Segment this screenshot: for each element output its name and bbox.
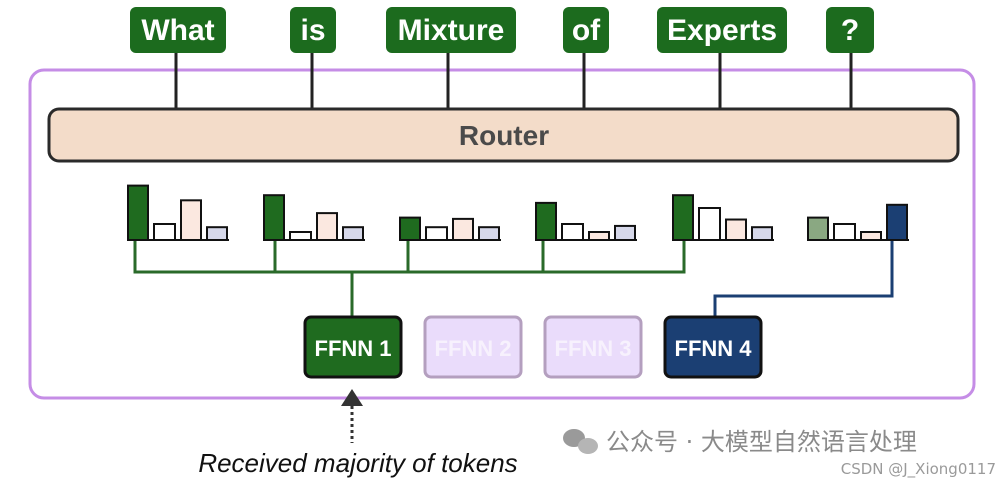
token-label: is	[300, 14, 325, 47]
routing-bar	[860, 231, 882, 241]
routing-bar	[452, 217, 474, 242]
routing-bar	[206, 226, 228, 241]
routing-bar	[153, 223, 176, 241]
majority-arrow	[341, 389, 363, 443]
token-connectors	[174, 52, 853, 109]
expert-label: FFNN 3	[555, 336, 632, 361]
routing-bar	[478, 226, 500, 241]
token-label: ?	[841, 14, 859, 47]
routing-line-expert4	[713, 241, 894, 317]
routing-bar-group	[263, 194, 365, 241]
routing-bar	[425, 226, 448, 241]
routing-bar	[535, 201, 557, 242]
routing-bar	[698, 207, 721, 241]
routing-bar	[263, 194, 285, 241]
routing-bar	[833, 223, 856, 241]
routing-bar-group	[535, 201, 637, 242]
routing-bar-group	[807, 203, 909, 242]
token-mixture: Mixture	[386, 7, 516, 53]
routing-bar	[561, 223, 584, 241]
routing-bar	[342, 226, 364, 241]
caption: Received majority of tokens	[198, 448, 517, 478]
routing-bar	[180, 199, 202, 242]
router: Router	[47, 107, 960, 163]
token-of: of	[563, 7, 609, 53]
routing-bar	[127, 184, 149, 242]
wechat-icon	[563, 429, 598, 454]
token-label: of	[572, 14, 601, 47]
token-question: ?	[826, 7, 874, 53]
routing-bar-group	[127, 184, 229, 242]
token-is: is	[290, 7, 336, 53]
routing-bars	[127, 184, 909, 242]
routing-bar	[588, 231, 610, 241]
expert-label: FFNN 4	[675, 336, 753, 361]
token-label: Experts	[667, 14, 777, 47]
routing-bar-group	[399, 216, 501, 242]
token-label: Mixture	[398, 14, 505, 47]
routing-bar	[316, 212, 338, 241]
router-label: Router	[459, 120, 549, 151]
routing-bar	[751, 226, 773, 241]
watermark-source: CSDN @J_Xiong0117	[841, 460, 996, 479]
watermark-channel: 公众号 · 大模型自然语言处理	[606, 428, 917, 456]
token-experts: Experts	[657, 7, 787, 53]
expert-ffnn-3: FFNN 3	[543, 315, 643, 379]
routing-lines-expert1	[133, 241, 686, 317]
routing-bar	[399, 216, 421, 242]
routing-bar-group	[672, 194, 774, 242]
routing-bar	[725, 218, 747, 242]
routing-bar	[614, 224, 636, 241]
routing-bar	[672, 194, 694, 241]
expert-label: FFNN 1	[315, 336, 392, 361]
token-label: What	[141, 14, 214, 47]
routing-bar	[807, 216, 829, 242]
expert-label: FFNN 2	[435, 336, 512, 361]
expert-ffnn-1: FFNN 1	[303, 315, 403, 379]
routing-bar	[289, 231, 312, 241]
expert-ffnn-2: FFNN 2	[423, 315, 523, 379]
expert-ffnn-4: FFNN 4	[663, 315, 763, 379]
routing-bar	[886, 203, 908, 242]
token-what: What	[130, 7, 226, 53]
